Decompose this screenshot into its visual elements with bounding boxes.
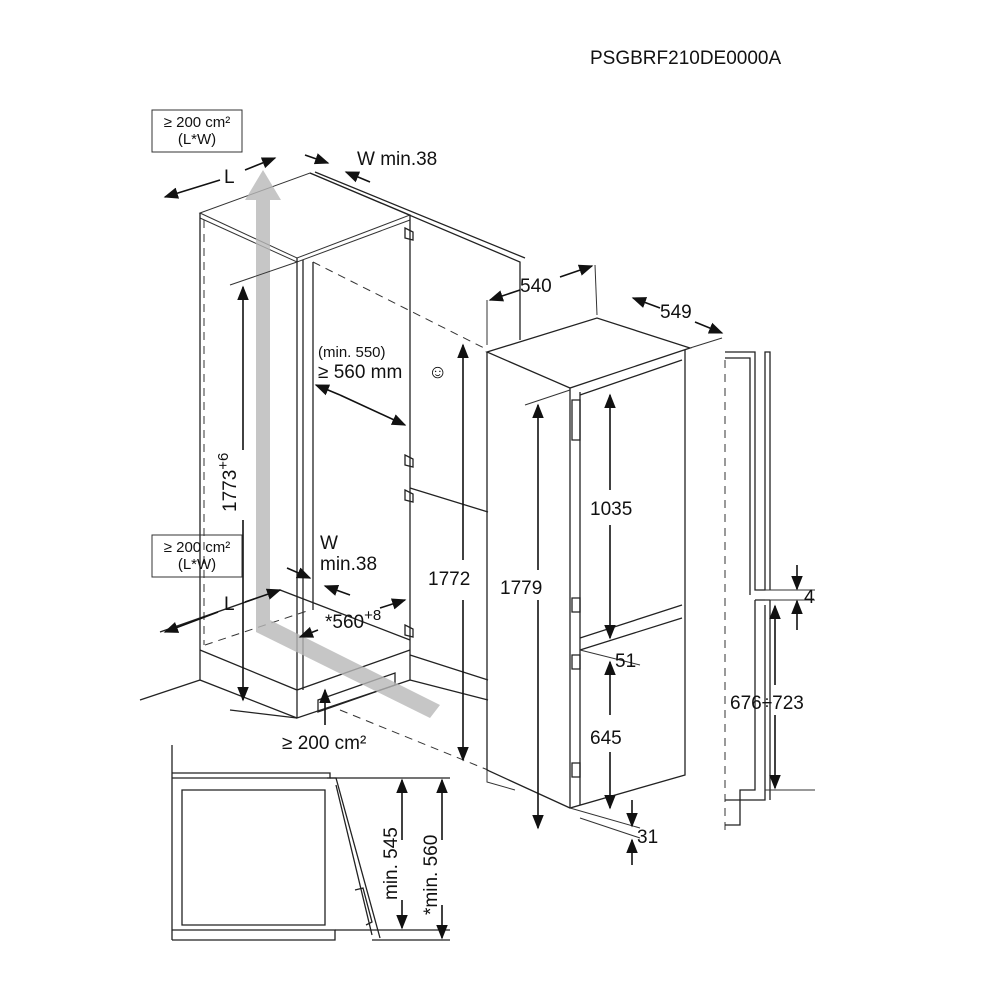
plinth-vent-area: ≥ 200 cm² <box>282 733 366 754</box>
cabinet-width: *560+8 <box>325 607 381 633</box>
vent-top-w: W min.38 <box>357 149 437 170</box>
airflow-arrow-icon <box>245 170 440 718</box>
appliance-depth: 549 <box>660 302 692 323</box>
cabinet-drawing <box>139 171 526 771</box>
cabinet-depth: ≥ 560 mm <box>318 362 402 383</box>
vent-bottom-w-min: min.38 <box>320 554 377 575</box>
vent-top-l: L <box>224 167 235 188</box>
section-min-560: *min. 560 <box>421 835 442 915</box>
appliance-width: 540 <box>520 276 552 297</box>
rail-range: 676÷723 <box>730 693 804 714</box>
rail-gap: 4 <box>804 587 815 608</box>
vent-top-box <box>151 109 243 153</box>
appliance-drawing <box>485 317 693 809</box>
appliance-height: 1779 <box>500 578 542 599</box>
model-number: PSGBRF210DE0000A <box>590 48 781 69</box>
vent-bottom-w: W <box>320 533 338 554</box>
door-rail-drawing <box>724 351 771 830</box>
lower-door-height: 645 <box>590 728 622 749</box>
foot-height: 31 <box>637 827 658 848</box>
vent-top-formula: (L*W) <box>178 131 216 148</box>
section-view-drawing <box>171 745 450 941</box>
vent-bottom-box <box>151 534 243 578</box>
section-min-545: min. 545 <box>381 827 402 900</box>
cabinet-height: 1773+6 <box>215 453 241 512</box>
opening-height: 1772 <box>428 569 470 590</box>
vent-bottom-area: ≥ 200 cm² <box>164 539 231 556</box>
vent-top-area: ≥ 200 cm² <box>164 114 231 131</box>
vent-bottom-formula: (L*W) <box>178 556 216 573</box>
depth-min-note: (min. 550) <box>318 344 386 361</box>
smiley-icon: ☺ <box>428 362 447 383</box>
upper-door-height: 1035 <box>590 499 632 520</box>
door-gap: 51 <box>615 651 636 672</box>
vent-bottom-l: L <box>224 594 235 615</box>
